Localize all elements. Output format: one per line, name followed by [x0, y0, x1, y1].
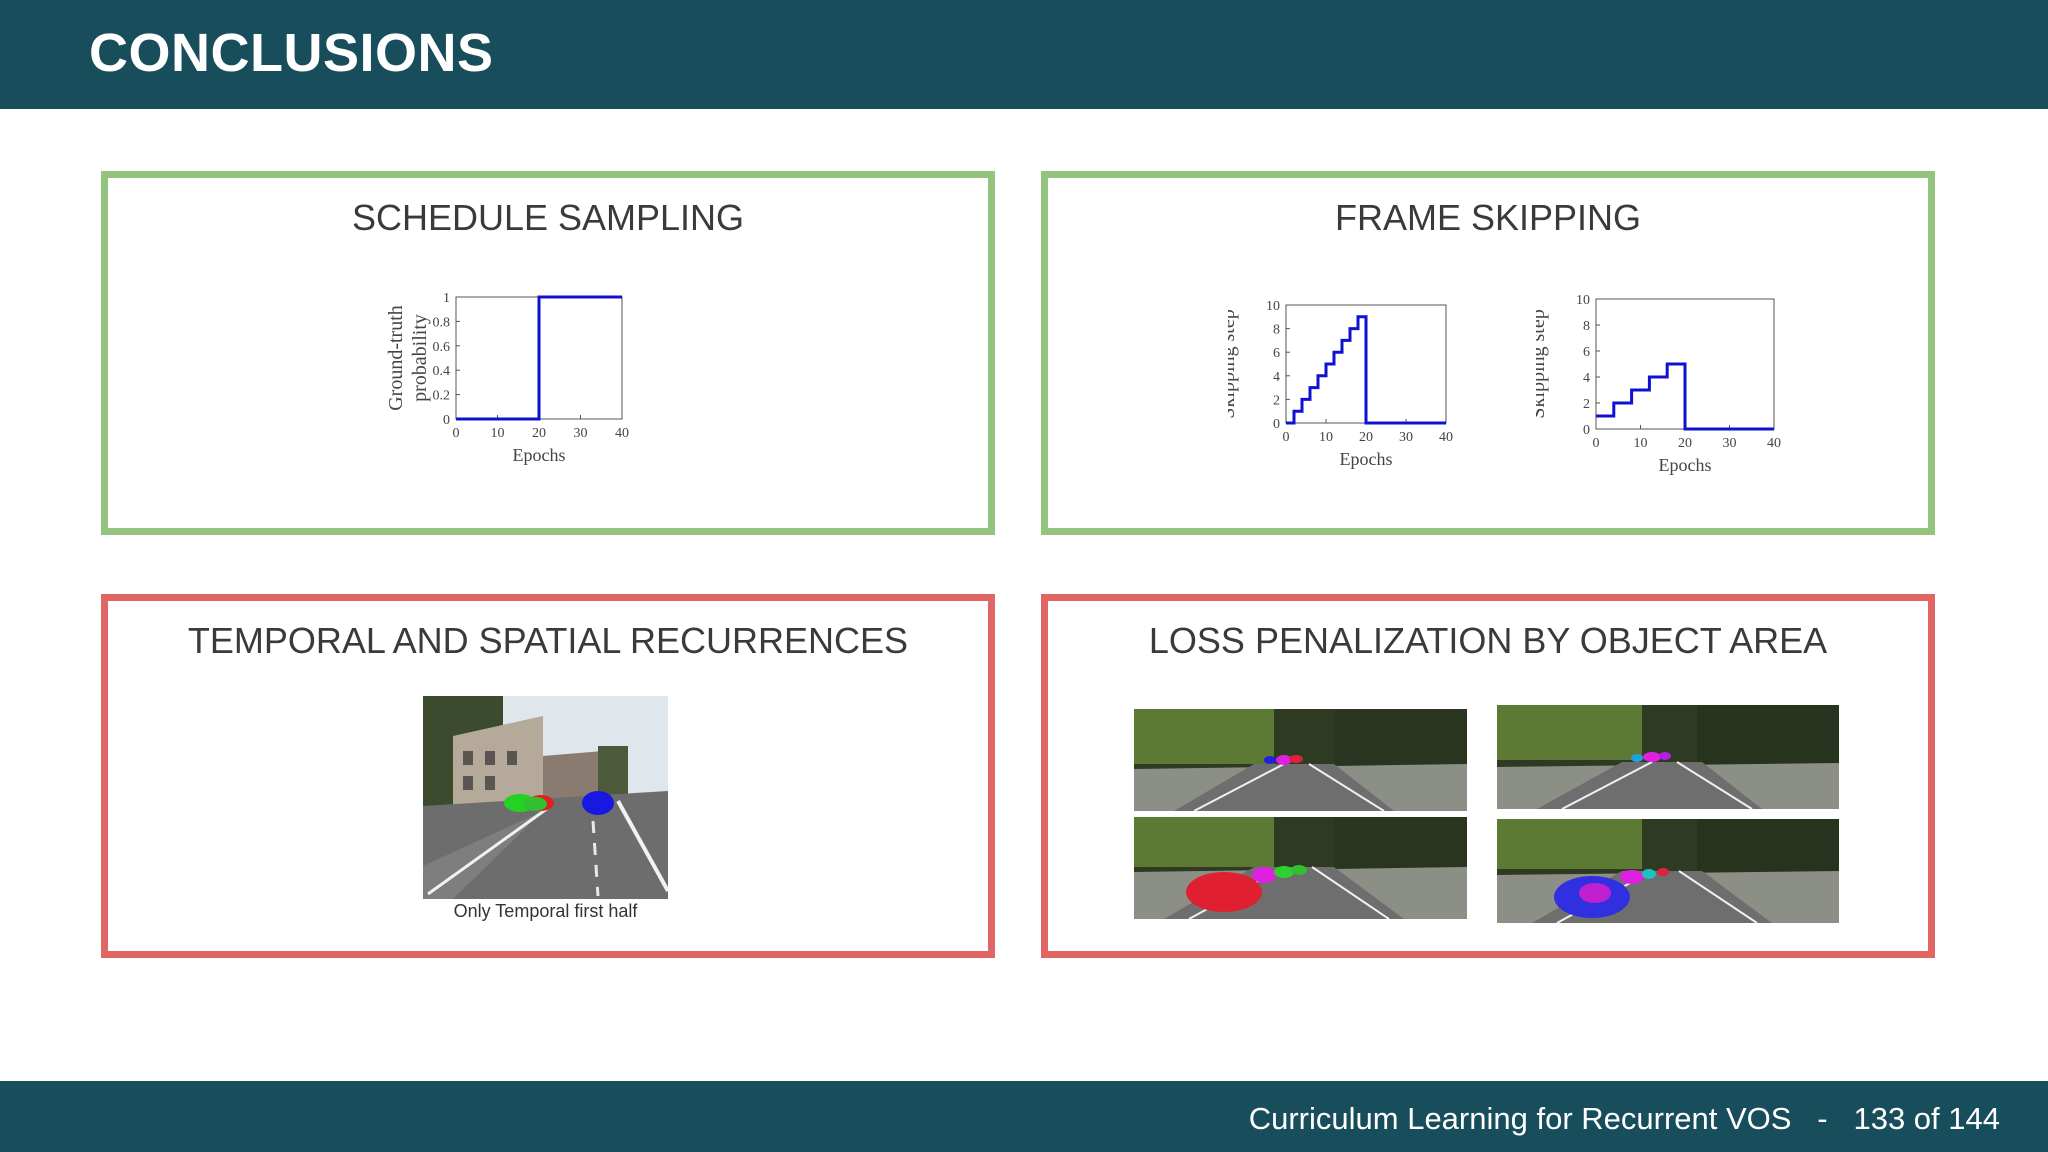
slide-title: CONCLUSIONS	[89, 23, 494, 83]
street-scene-image	[423, 696, 668, 899]
y-tick-label: 6	[1273, 346, 1280, 361]
y-tick-label: 10	[1576, 293, 1590, 308]
x-tick-label: 30	[574, 426, 588, 441]
y-tick-label: 4	[1583, 371, 1590, 386]
road-frame-3	[1134, 817, 1467, 919]
road-frame-4	[1497, 819, 1839, 923]
y-tick-label: 0.6	[433, 340, 451, 355]
road-frame-1	[1134, 709, 1467, 811]
x-tick-label: 10	[1319, 430, 1333, 445]
panel-title-schedule-sampling: SCHEDULE SAMPLING	[351, 197, 745, 238]
x-tick-label: 40	[615, 426, 629, 441]
panel-title-loss-penalization: LOSS PENALIZATION BY OBJECT AREA	[1148, 620, 1828, 661]
y-tick-label: 2	[1273, 393, 1280, 408]
panel-temporal-spatial: TEMPORAL AND SPATIAL RECURRENCES Only Te…	[101, 594, 995, 958]
y-tick-label: 0.2	[433, 389, 451, 404]
footer-presentation-title: Curriculum Learning for Recurrent VOS	[1248, 1101, 1792, 1136]
y-tick-label: 10	[1266, 299, 1280, 314]
y-tick-label: 1	[443, 291, 450, 306]
title-bar: CONCLUSIONS	[0, 0, 2048, 109]
road-frame-2	[1497, 705, 1839, 809]
footer-separator: -	[1817, 1101, 1828, 1136]
footer-bar: Curriculum Learning for Recurrent VOS - …	[0, 1081, 2048, 1152]
x-tick-label: 10	[1634, 436, 1648, 451]
footer-text: Curriculum Learning for Recurrent VOS - …	[1249, 1101, 2000, 1137]
y-tick-label: 8	[1583, 319, 1590, 334]
x-tick-label: 10	[491, 426, 505, 441]
series-line	[1286, 315, 1446, 425]
x-tick-label: 0	[1593, 436, 1600, 451]
y-tick-label: 2	[1583, 397, 1590, 412]
y-tick-label: 0	[443, 413, 450, 428]
y-tick-label: 8	[1273, 323, 1280, 338]
x-axis-label: Epochs	[1659, 455, 1712, 475]
scene-caption: Only Temporal first half	[453, 901, 638, 921]
x-axis-label: Epochs	[1340, 449, 1393, 469]
x-tick-label: 0	[1283, 430, 1290, 445]
y-axis-label: Skipping step	[1536, 309, 1549, 418]
x-tick-label: 40	[1439, 430, 1453, 445]
y-tick-label: 0	[1583, 423, 1590, 438]
x-tick-label: 20	[1678, 436, 1692, 451]
x-tick-label: 20	[1359, 430, 1373, 445]
footer-page-number: 133 of 144	[1853, 1101, 2000, 1136]
y-tick-label: 4	[1273, 370, 1280, 385]
x-axis-label: Epochs	[513, 445, 566, 465]
panel-schedule-sampling: SCHEDULE SAMPLING 0 10 20 30 40 0 0.2 0.4 0.6 0.8…	[101, 171, 995, 535]
panel-title-frame-skipping: FRAME SKIPPING	[1334, 197, 1642, 238]
x-tick-label: 30	[1399, 430, 1413, 445]
series-line	[1596, 362, 1774, 431]
y-tick-label: 0.4	[433, 364, 451, 379]
x-tick-label: 40	[1767, 436, 1781, 451]
series-line	[456, 295, 622, 421]
x-tick-label: 20	[532, 426, 546, 441]
panel-title-temporal-spatial: TEMPORAL AND SPATIAL RECURRENCES	[187, 620, 909, 661]
x-tick-label: 30	[1723, 436, 1737, 451]
y-tick-label: 0.8	[433, 315, 451, 330]
y-axis-label: Skipping step	[1228, 309, 1239, 418]
x-tick-label: 0	[453, 426, 460, 441]
y-tick-label: 0	[1273, 417, 1280, 432]
panel-loss-penalization: LOSS PENALIZATION BY OBJECT AREA	[1041, 594, 1935, 958]
y-tick-label: 6	[1583, 345, 1590, 360]
